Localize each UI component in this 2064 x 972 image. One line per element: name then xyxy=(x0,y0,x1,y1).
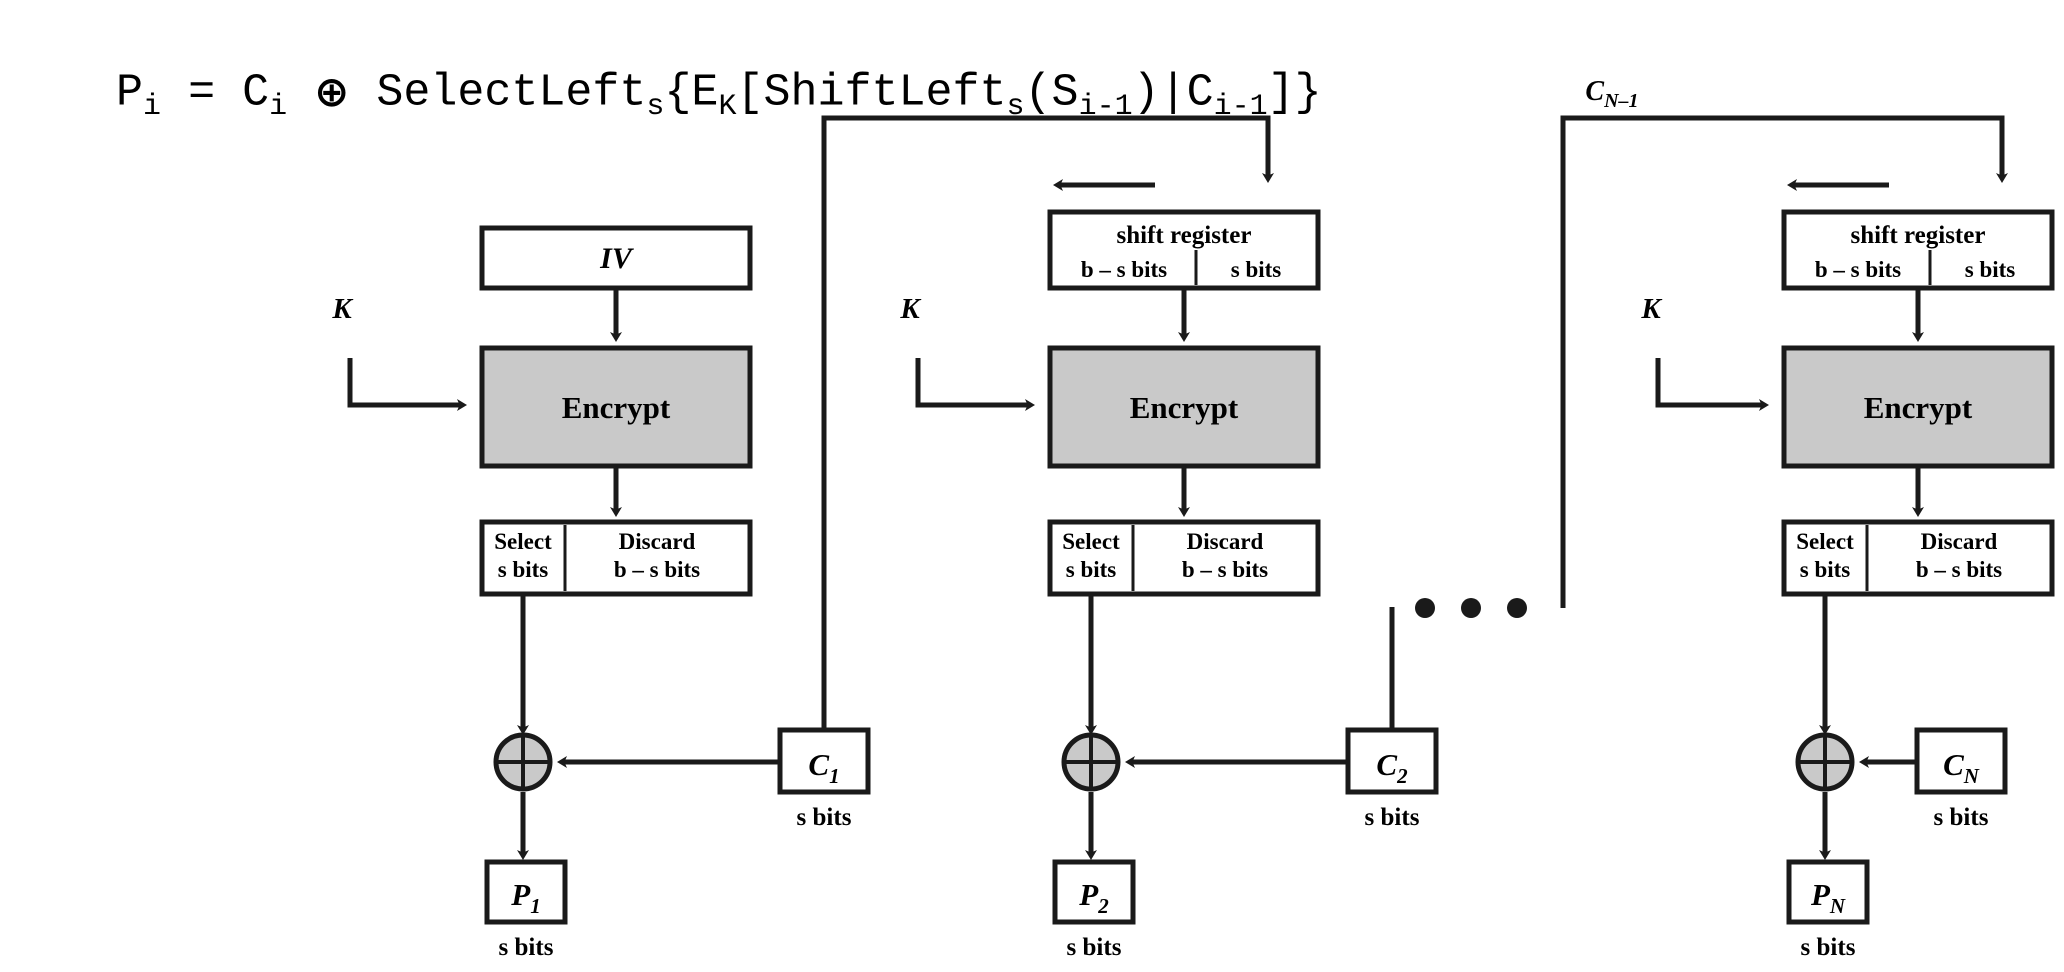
ciphertext-bits-1: s bits xyxy=(797,804,852,831)
formula-close-paren: ) xyxy=(1132,67,1160,119)
shift-register-label-2: shift register xyxy=(1117,222,1252,249)
formula-equals: = xyxy=(161,67,243,119)
xor-icon: ⊕ xyxy=(314,67,350,116)
formula-c2: C xyxy=(1186,67,1214,119)
plaintext-box-n[interactable] xyxy=(1786,859,1870,925)
select-bits-1: s bits xyxy=(498,557,549,582)
formula-open-bracket: [ xyxy=(736,67,764,119)
shift-register-left-bits-n: b – s bits xyxy=(1815,257,1901,282)
plaintext-bits-2: s bits xyxy=(1067,934,1122,961)
formula-pipe: | xyxy=(1159,67,1187,119)
ciphertext-box-1[interactable] xyxy=(777,727,871,795)
discard-label-1: Discard xyxy=(619,529,696,554)
shift-register-label-n: shift register xyxy=(1851,222,1986,249)
formula-shiftleft: ShiftLeft xyxy=(763,67,1007,119)
ellipsis-dot-3 xyxy=(1507,598,1527,618)
formula-p-subscript: i xyxy=(143,89,162,124)
formula-e-subscript: K xyxy=(718,89,737,124)
plaintext-bits-1: s bits xyxy=(499,934,554,961)
discard-bits-2: b – s bits xyxy=(1182,557,1268,582)
select-label-n: Select xyxy=(1796,529,1854,554)
key-to-encrypt-arrow-2 xyxy=(915,358,1035,411)
shift-register-left-bits-2: b – s bits xyxy=(1081,257,1167,282)
ciphertext-label-1: C1 xyxy=(808,747,839,788)
encrypt-box-n[interactable] xyxy=(1781,345,2055,469)
plaintext-label-1: P1 xyxy=(510,877,540,918)
ciphertext-label-n: CN xyxy=(1943,747,1980,788)
ciphertext-bits-n: s bits xyxy=(1934,804,1989,831)
discard-label-2: Discard xyxy=(1187,529,1264,554)
shift-register-box-2[interactable] xyxy=(1047,209,1321,291)
iv-box[interactable] xyxy=(479,225,753,291)
select-discard-box-2[interactable] xyxy=(1047,519,1321,597)
select-bits-2: s bits xyxy=(1066,557,1117,582)
ciphertext-bits-2: s bits xyxy=(1365,804,1420,831)
ciphertext-box-n[interactable] xyxy=(1914,727,2008,795)
encrypt-box-2[interactable] xyxy=(1047,345,1321,469)
formula-open-brace: { xyxy=(664,67,692,119)
select-discard-box-n[interactable] xyxy=(1781,519,2055,597)
select-label-2: Select xyxy=(1062,529,1120,554)
ellipsis-group xyxy=(1415,598,1527,618)
feedback-path-n-1-to-n xyxy=(1560,115,2008,608)
key-to-encrypt-arrow-1 xyxy=(347,358,467,411)
select-label-1: Select xyxy=(494,529,552,554)
formula-selectleft-subscript: s xyxy=(646,89,665,124)
key-to-encrypt-arrow-n xyxy=(1655,358,1769,411)
discard-bits-n: b – s bits xyxy=(1916,557,2002,582)
cfb-decryption-formula: Pi = Ci ⊕ SelectLefts{EK[ShiftLefts(Si-1… xyxy=(8,2,1322,197)
formula-e: E xyxy=(691,67,719,119)
feedback-cn-1-group: CN–1 xyxy=(1560,76,2008,608)
formula-close-bracket: ] xyxy=(1267,67,1295,119)
shift-register-right-bits-n: s bits xyxy=(1965,257,2016,282)
key-label-n: K xyxy=(1640,293,1662,325)
plaintext-box-1[interactable] xyxy=(484,859,568,925)
formula-s: S xyxy=(1051,67,1079,119)
discard-label-n: Discard xyxy=(1921,529,1998,554)
select-discard-box-1[interactable] xyxy=(479,519,753,597)
formula-shiftleft-subscript: s xyxy=(1006,89,1025,124)
formula-selectleft: SelectLeft xyxy=(376,67,647,119)
encrypt-label-1: Encrypt xyxy=(562,390,671,425)
feedback-path-1-to-2 xyxy=(821,115,1274,728)
plaintext-bits-n: s bits xyxy=(1801,934,1856,961)
feedback-cn-1-label: CN–1 xyxy=(1585,76,1638,112)
stage-n-group: shift register b – s bits s bits K Encry… xyxy=(1640,179,2055,961)
discard-bits-1: b – s bits xyxy=(614,557,700,582)
plaintext-box-2[interactable] xyxy=(1052,859,1136,925)
plaintext-label-2: P2 xyxy=(1078,877,1109,918)
shift-register-right-bits-2: s bits xyxy=(1231,257,1282,282)
ciphertext-box-2[interactable] xyxy=(1345,727,1439,795)
formula-p: P xyxy=(116,67,144,119)
iv-label: IV xyxy=(599,242,635,275)
key-label-1: K xyxy=(331,293,353,325)
encrypt-label-n: Encrypt xyxy=(1864,390,1973,425)
ellipsis-dot-2 xyxy=(1461,598,1481,618)
formula-c: C xyxy=(242,67,270,119)
formula-open-paren: ( xyxy=(1024,67,1052,119)
formula-close-brace: } xyxy=(1294,67,1322,119)
stage-2-group: shift register b – s bits s bits K Encry… xyxy=(899,179,1439,961)
ellipsis-dot-1 xyxy=(1415,598,1435,618)
ciphertext-label-2: C2 xyxy=(1376,747,1408,788)
encrypt-label-2: Encrypt xyxy=(1130,390,1239,425)
select-bits-n: s bits xyxy=(1800,557,1851,582)
encrypt-box-1[interactable] xyxy=(479,345,753,469)
stage-1-group: IV K Encrypt Select s bits Discard b – s… xyxy=(331,115,1274,961)
formula-c-subscript: i xyxy=(269,89,288,124)
key-label-2: K xyxy=(899,293,921,325)
plaintext-label-n: PN xyxy=(1810,877,1846,918)
